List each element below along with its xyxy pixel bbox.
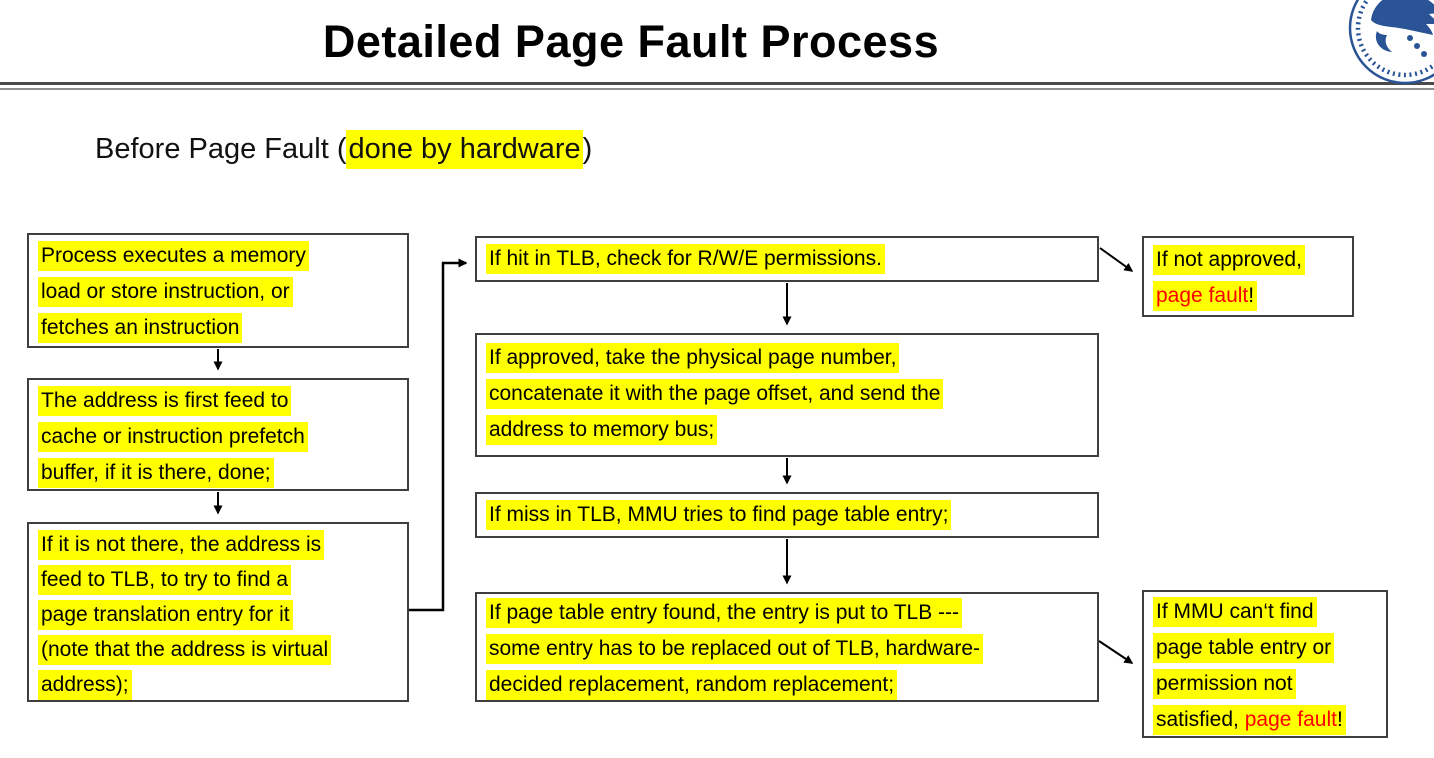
connector-pte-found-to-mmu-fail [1098,640,1134,664]
flow-box-text: If MMU can‘t find [1153,597,1317,627]
title-divider [0,82,1434,90]
flow-box-address-to-cache: The address is first feed to cache or in… [27,378,409,491]
flow-box-text: load or store instruction, or [38,277,293,307]
flow-box-text: address); [38,670,132,700]
flow-box-text: If miss in TLB, MMU tries to find page t… [486,500,952,530]
flow-box-text: feed to TLB, to try to find a [38,565,292,595]
connector-tlb-lookup-to-tlb-hit [409,258,468,612]
subtitle-highlight: done by hardware [346,130,583,169]
page-title: Detailed Page Fault Process [322,16,940,67]
flow-box-text: page fault! [1153,281,1258,311]
page-fault-alert-text: page fault [1244,708,1337,731]
flow-box-text: If hit in TLB, check for R/W/E permissio… [486,244,885,274]
subtitle-prefix: Before Page Fault ( [95,133,347,165]
flow-box-text: cache or instruction prefetch [38,422,308,452]
exclamation-mark: ! [1248,284,1255,307]
flow-box-text: permission not [1153,669,1296,699]
flow-box-text: decided replacement, random replacement; [486,670,898,700]
flow-box-text: buffer, if it is there, done; [38,458,274,488]
flow-box-text: (note that the address is virtual [38,635,332,665]
subtitle-suffix: ) [582,133,593,165]
flow-box-text: If it is not there, the address is [38,530,325,560]
exclamation-mark: ! [1336,708,1343,731]
flow-box-text: If page table entry found, the entry is … [486,598,963,628]
flow-box-approved-send-address: If approved, take the physical page numb… [475,333,1099,457]
flow-box-text: Process executes a memory [38,241,309,271]
university-emblem-icon [1348,0,1434,85]
flow-box-process-executes: Process executes a memory load or store … [27,233,409,348]
flow-box-text: some entry has to be replaced out of TLB… [486,634,984,664]
flow-box-text: page table entry or [1153,633,1335,663]
flow-box-text: fetches an instruction [38,313,243,343]
flow-box-text: satisfied, [1156,708,1245,731]
flow-box-address-to-tlb: If it is not there, the address is feed … [27,522,409,702]
flow-box-text: concatenate it with the page offset, and… [486,379,944,409]
flow-box-page-table-entry-found: If page table entry found, the entry is … [475,592,1099,702]
flow-box-tlb-miss-mmu: If miss in TLB, MMU tries to find page t… [475,492,1099,538]
flow-box-text: satisfied, page fault! [1153,705,1346,735]
connector-tlb-hit-to-not-approved [1099,247,1134,272]
flow-box-tlb-hit-check-permissions: If hit in TLB, check for R/W/E permissio… [475,236,1099,282]
flow-box-text: If approved, take the physical page numb… [486,343,900,373]
flow-box-text: The address is first feed to [38,386,292,416]
flow-box-text: address to memory bus; [486,415,718,445]
flow-box-not-approved-page-fault: If not approved, page fault! [1142,236,1354,317]
flow-box-mmu-cant-find-page-fault: If MMU can‘t find page table entry or pe… [1142,590,1388,738]
subtitle: Before Page Fault (done by hardware) [95,130,593,169]
flow-box-text: page translation entry for it [38,600,293,630]
page-fault-alert-text: page fault [1156,284,1249,307]
flow-box-text: If not approved, [1153,245,1305,275]
